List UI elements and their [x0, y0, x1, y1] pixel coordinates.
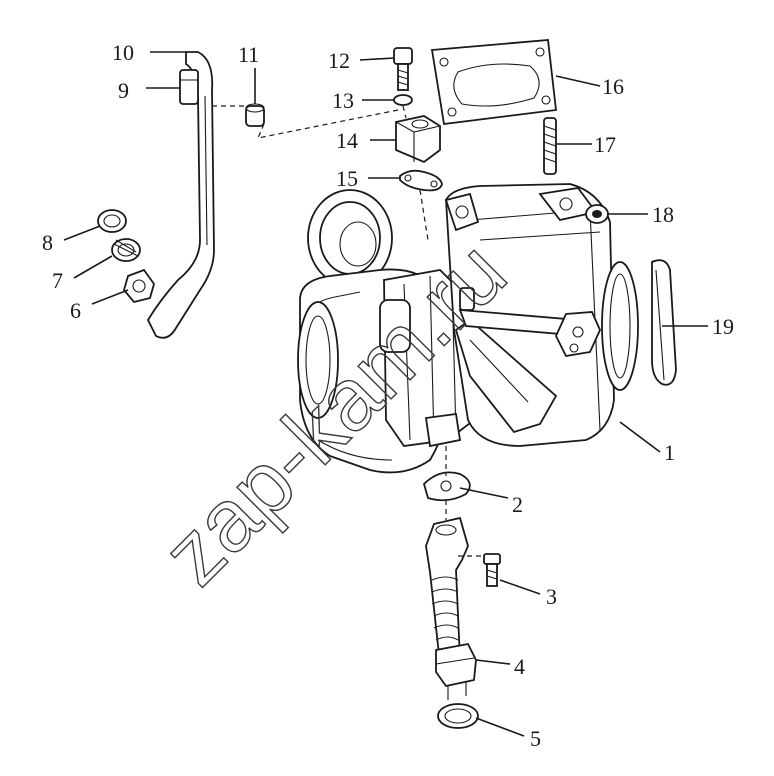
callout-4: 4: [514, 654, 525, 679]
callout-9: 9: [118, 78, 129, 103]
callout-15: 15: [336, 166, 358, 191]
sealing-ring-5: [437, 703, 479, 729]
callout-labels: 1 2 3 4 5 6 7 8 9 10 11 12 13 14 15 16 1…: [42, 40, 734, 751]
flange-gasket-16: [430, 39, 557, 126]
gasket-19: [651, 259, 677, 386]
assembly-line-11: [212, 105, 399, 139]
callout-13: 13: [332, 88, 354, 113]
sealing-washer-8: [97, 209, 127, 233]
gasket-15: [399, 169, 443, 192]
leader-lines: [63, 51, 708, 737]
callout-1: 1: [664, 440, 675, 465]
pipe-fitting-9: [179, 69, 199, 105]
callout-18: 18: [652, 202, 674, 227]
fitting-7: [111, 238, 141, 262]
assembly-line-15: [402, 105, 429, 241]
stud-17: [543, 117, 557, 175]
turbocharger-body: [297, 183, 639, 474]
callout-5: 5: [530, 726, 541, 751]
callout-14: 14: [336, 128, 358, 153]
callout-7: 7: [52, 268, 63, 293]
callout-17: 17: [594, 132, 616, 157]
callout-6: 6: [70, 298, 81, 323]
callout-19: 19: [712, 314, 734, 339]
callout-16: 16: [602, 74, 624, 99]
gasket-2: [422, 471, 471, 502]
nut-18: [585, 204, 609, 224]
bolt-12: [393, 47, 413, 91]
plug-11: [245, 103, 265, 127]
banjo-bolt-6: [123, 268, 155, 304]
oil-drain-hose-4: [425, 516, 477, 700]
callout-8: 8: [42, 230, 53, 255]
callout-3: 3: [546, 584, 557, 609]
block-14: [395, 115, 441, 164]
callout-12: 12: [328, 48, 350, 73]
washer-13: [393, 94, 413, 106]
callout-11: 11: [238, 42, 259, 67]
callout-10: 10: [112, 40, 134, 65]
bolt-3: [483, 553, 501, 587]
callout-2: 2: [512, 492, 523, 517]
